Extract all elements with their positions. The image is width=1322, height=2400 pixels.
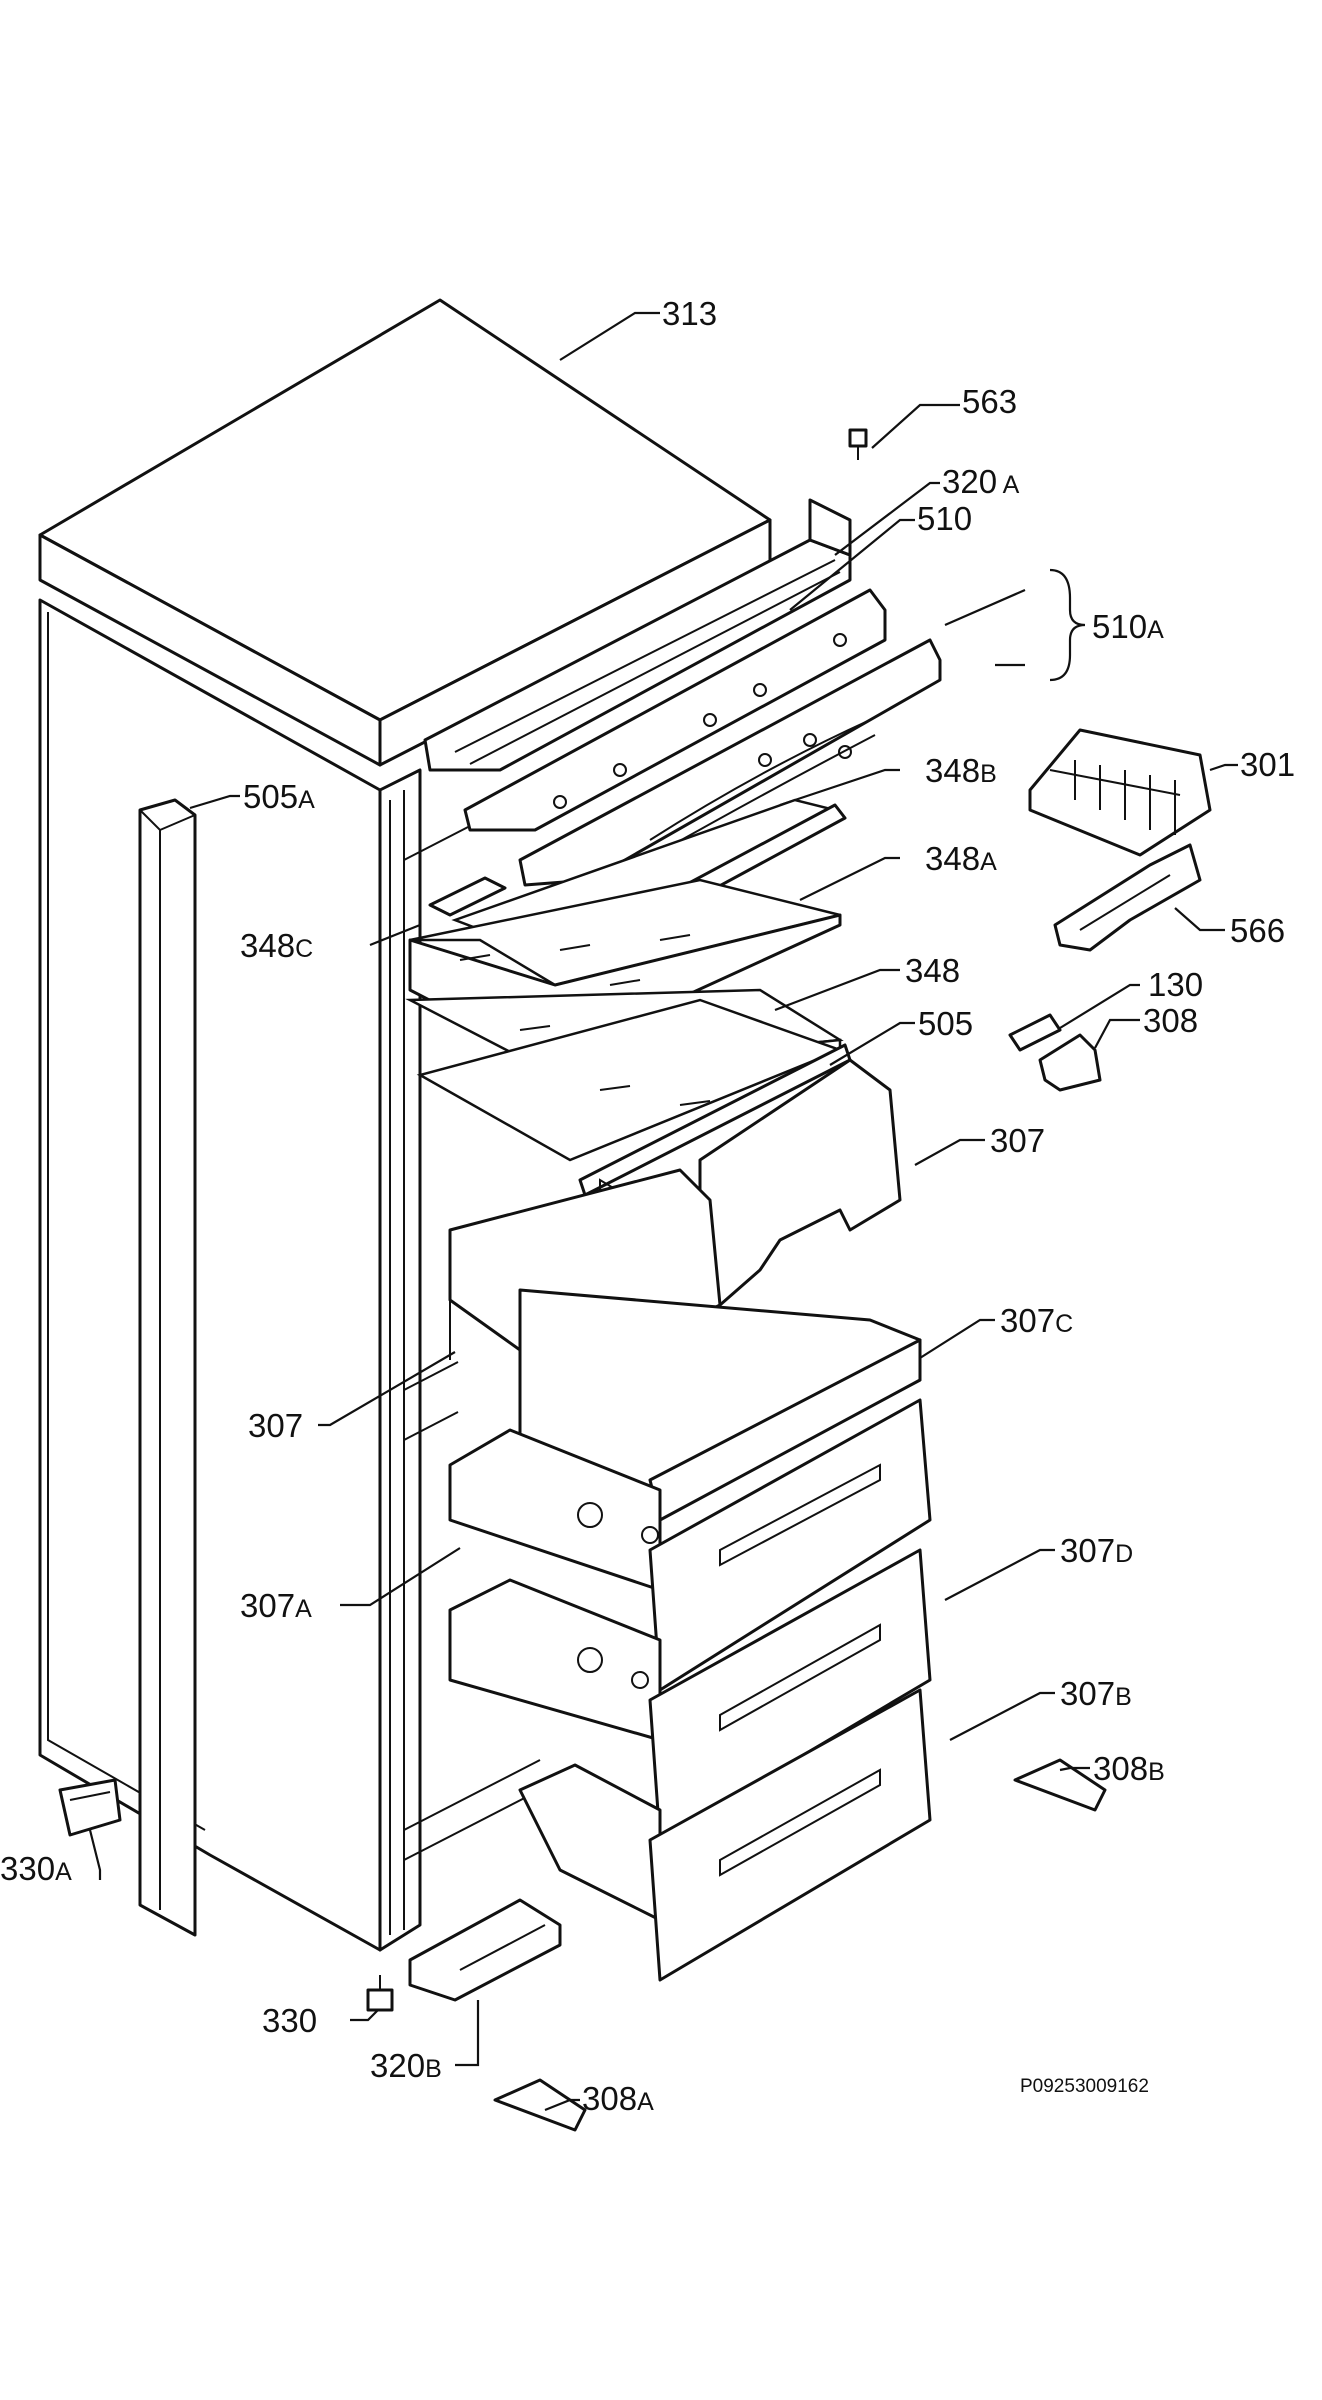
label-suffix: A (55, 1858, 72, 1886)
label-348a: 348A (925, 840, 997, 877)
label-suffix: C (1055, 1310, 1073, 1338)
hinge-cover-320b (408, 1898, 562, 2002)
label-348b: 348B (925, 752, 997, 789)
scraper-566 (1053, 843, 1202, 952)
label-num: 348 (925, 752, 980, 789)
label-307-left: 307 (248, 1407, 303, 1444)
label-348: 348 (905, 952, 960, 989)
label-suffix: B (1148, 1758, 1165, 1786)
label-308: 308 (1143, 1002, 1198, 1039)
label-suffix: A (980, 848, 997, 876)
hinge-308b (1013, 1758, 1107, 1812)
label-suffix: B (1115, 1683, 1132, 1711)
label-307c: 307C (1000, 1302, 1073, 1339)
cabinet-body (38, 598, 541, 1952)
label-320b: 320B (370, 2047, 442, 2084)
label-num: 307 (1000, 1302, 1055, 1339)
label-301: 301 (1240, 746, 1295, 783)
screw-563 (848, 428, 868, 460)
label-suffix: A (295, 1595, 312, 1623)
part-labels: 313 563 320 A 510 510A 301 348B 505A 348… (0, 295, 1295, 2117)
label-suffix: A (637, 2088, 654, 2116)
door-trim-505a (138, 798, 197, 1937)
label-num: 510 (1092, 608, 1147, 645)
label-num: 510 (917, 500, 972, 537)
bracket-130 (1008, 1013, 1062, 1052)
label-505a: 505A (243, 778, 315, 815)
label-307d: 307D (1060, 1532, 1133, 1569)
label-num: 505 (918, 1005, 973, 1042)
glass-shelf-505 (416, 998, 852, 1197)
label-num: 307 (248, 1407, 303, 1444)
label-suffix: B (980, 760, 997, 788)
hinge-308a (493, 2078, 587, 2132)
label-suffix: A (298, 786, 315, 814)
label-307-right: 307 (990, 1122, 1045, 1159)
label-num: 307 (240, 1587, 295, 1624)
diagram-code: P09253009162 (1020, 2076, 1149, 2097)
label-num: 320 (942, 463, 997, 500)
label-307a: 307A (240, 1587, 312, 1624)
label-num: 330 (0, 1850, 55, 1887)
foot-cover-330a (58, 1778, 122, 1837)
label-308a: 308A (582, 2080, 654, 2117)
label-num: 308 (1093, 1750, 1148, 1787)
label-num: 301 (1240, 746, 1295, 783)
label-510: 510 (917, 500, 972, 537)
label-330: 330 (262, 2002, 317, 2039)
label-suffix: A (997, 471, 1020, 499)
label-566: 566 (1230, 912, 1285, 949)
label-num: 307 (990, 1122, 1045, 1159)
top-cover-313 (38, 298, 772, 767)
label-505: 505 (918, 1005, 973, 1042)
ice-tray-301 (1028, 728, 1212, 857)
adjustable-foot-330 (366, 1975, 394, 2012)
label-num: 348 (905, 952, 960, 989)
label-suffix: B (425, 2055, 442, 2083)
label-num: 348 (925, 840, 980, 877)
label-num: 566 (1230, 912, 1285, 949)
label-num: 313 (662, 295, 717, 332)
label-307b: 307B (1060, 1675, 1132, 1712)
label-320a: 320 A (942, 463, 1020, 500)
label-num: 348 (240, 927, 295, 964)
label-num: 505 (243, 778, 298, 815)
label-suffix: D (1115, 1540, 1133, 1568)
label-num: 330 (262, 2002, 317, 2039)
label-563: 563 (962, 383, 1017, 420)
hinge-308 (1038, 1033, 1102, 1092)
label-num: 307 (1060, 1675, 1115, 1712)
label-num: 130 (1148, 966, 1203, 1003)
label-130: 130 (1148, 966, 1203, 1003)
label-num: 308 (1143, 1002, 1198, 1039)
hinge-cover-320a (423, 498, 852, 772)
drawer-307d (448, 1548, 932, 1842)
label-num: 307 (1060, 1532, 1115, 1569)
label-num: 320 (370, 2047, 425, 2084)
light-housing-510 (463, 588, 887, 832)
leader-lines (88, 311, 1238, 2112)
label-313: 313 (662, 295, 717, 332)
label-num: 563 (962, 383, 1017, 420)
drawer-307a (448, 1398, 932, 1692)
label-suffix: A (1147, 616, 1164, 644)
label-510a: 510A (1092, 608, 1164, 645)
drawer-307b (518, 1688, 932, 1982)
label-330a: 330A (0, 1850, 72, 1887)
label-num: 308 (582, 2080, 637, 2117)
label-suffix: C (295, 935, 313, 963)
shelf-support-348c (428, 876, 507, 917)
lamp-cover-510a (518, 638, 942, 887)
label-348c: 348C (240, 927, 313, 964)
label-308b: 308B (1093, 1750, 1165, 1787)
